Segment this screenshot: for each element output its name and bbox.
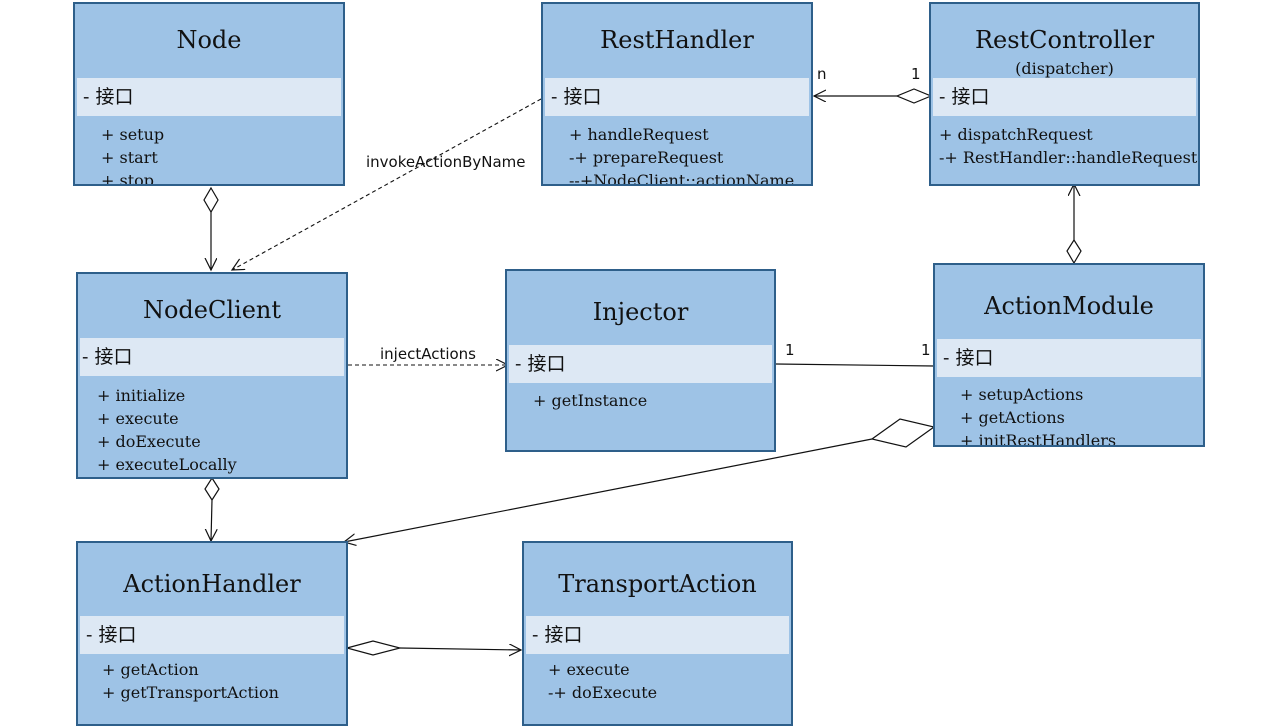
method-item: + getActions <box>960 408 1065 427</box>
method-list: + execute -+ doExecute <box>548 659 657 705</box>
handler-aggregation-diamond <box>344 640 403 656</box>
node-aggregation-diamond <box>203 186 219 214</box>
class-name: TransportAction <box>558 570 757 598</box>
inject-actions-label: injectActions <box>380 345 476 363</box>
method-item: + handleRequest <box>569 125 709 144</box>
method-item: + execute <box>97 409 179 428</box>
method-list: + setupActions + getActions + initRestHa… <box>960 384 1117 447</box>
method-list: + initialize + execute + doExecute + exe… <box>97 385 237 477</box>
method-item: --+NodeClient::actionName <box>569 171 795 186</box>
invoke-action-label: invokeActionByName <box>366 153 526 171</box>
class-name: ActionHandler <box>123 570 301 598</box>
controller-multiplicity: 1 <box>911 65 921 83</box>
method-list: + dispatchRequest -+ RestHandler::handle… <box>939 124 1197 170</box>
method-item: + stop <box>101 171 155 186</box>
nodeclient-aggregation-diamond <box>204 476 220 502</box>
interface-section: - 接口 <box>509 345 772 383</box>
method-item: + doExecute <box>97 432 201 451</box>
class-stereotype: (dispatcher) <box>1015 59 1114 78</box>
method-item: + getInstance <box>533 391 648 410</box>
class-name: RestController <box>974 26 1155 54</box>
module-aggregation-diamond <box>1066 238 1082 265</box>
method-item: + getTransportAction <box>102 683 279 702</box>
injector-module-association <box>775 363 935 367</box>
interface-section: - 接口 <box>526 616 789 654</box>
method-item: + executeLocally <box>97 455 237 474</box>
class-name: NodeClient <box>142 296 282 324</box>
class-name: Node <box>176 26 242 54</box>
method-list: + getInstance <box>533 390 647 413</box>
method-item: -+ doExecute <box>548 683 658 702</box>
class-name: RestHandler <box>600 26 754 54</box>
method-item: + getAction <box>102 660 199 679</box>
method-item: + setupActions <box>960 385 1084 404</box>
nodeclient-handler-link <box>211 499 212 541</box>
interface-section: - 接口 <box>80 338 344 376</box>
interface-section: - 接口 <box>77 78 341 116</box>
method-list: + getAction + getTransportAction <box>102 659 279 705</box>
method-item: + dispatchRequest <box>939 125 1093 144</box>
class-rest-handler: RestHandler - 接口 + handleRequest -+ prep… <box>541 2 813 186</box>
class-action-handler: ActionHandler - 接口 + getAction + getTran… <box>76 541 348 726</box>
class-name: ActionModule <box>984 292 1154 320</box>
class-transport-action: TransportAction - 接口 + execute -+ doExec… <box>522 541 793 726</box>
module-multiplicity: 1 <box>921 341 931 359</box>
class-name: Injector <box>592 298 689 326</box>
module-handler-diamond <box>870 418 936 448</box>
interface-section: - 接口 <box>545 78 809 116</box>
class-injector: Injector - 接口 + getInstance <box>505 269 776 452</box>
method-item: -+ RestHandler::handleRequest <box>939 148 1198 167</box>
interface-section: - 接口 <box>933 78 1196 116</box>
method-item: -+ prepareRequest <box>569 148 724 167</box>
interface-section: - 接口 <box>937 339 1201 377</box>
module-handler-link <box>344 438 873 542</box>
method-list: + setup + start + stop <box>101 124 165 186</box>
handler-multiplicity: n <box>817 65 827 83</box>
method-item: + execute <box>548 660 630 679</box>
handler-transport-link <box>399 648 521 650</box>
method-list: + handleRequest -+ prepareRequest --+Nod… <box>569 124 795 186</box>
method-item: + initRestHandlers <box>960 431 1117 447</box>
injector-multiplicity: 1 <box>785 341 795 359</box>
class-node: Node - 接口 + setup + start + stop <box>73 2 345 186</box>
class-node-client: NodeClient - 接口 + initialize + execute +… <box>76 272 348 479</box>
interface-section: - 接口 <box>80 616 344 654</box>
method-item: + setup <box>101 125 165 144</box>
class-action-module: ActionModule - 接口 + setupActions + getAc… <box>933 263 1205 447</box>
class-rest-controller: RestController (dispatcher) - 接口 + dispa… <box>929 2 1200 186</box>
controller-aggregation-diamond <box>895 88 933 104</box>
method-item: + start <box>101 148 158 167</box>
method-item: + initialize <box>97 386 186 405</box>
